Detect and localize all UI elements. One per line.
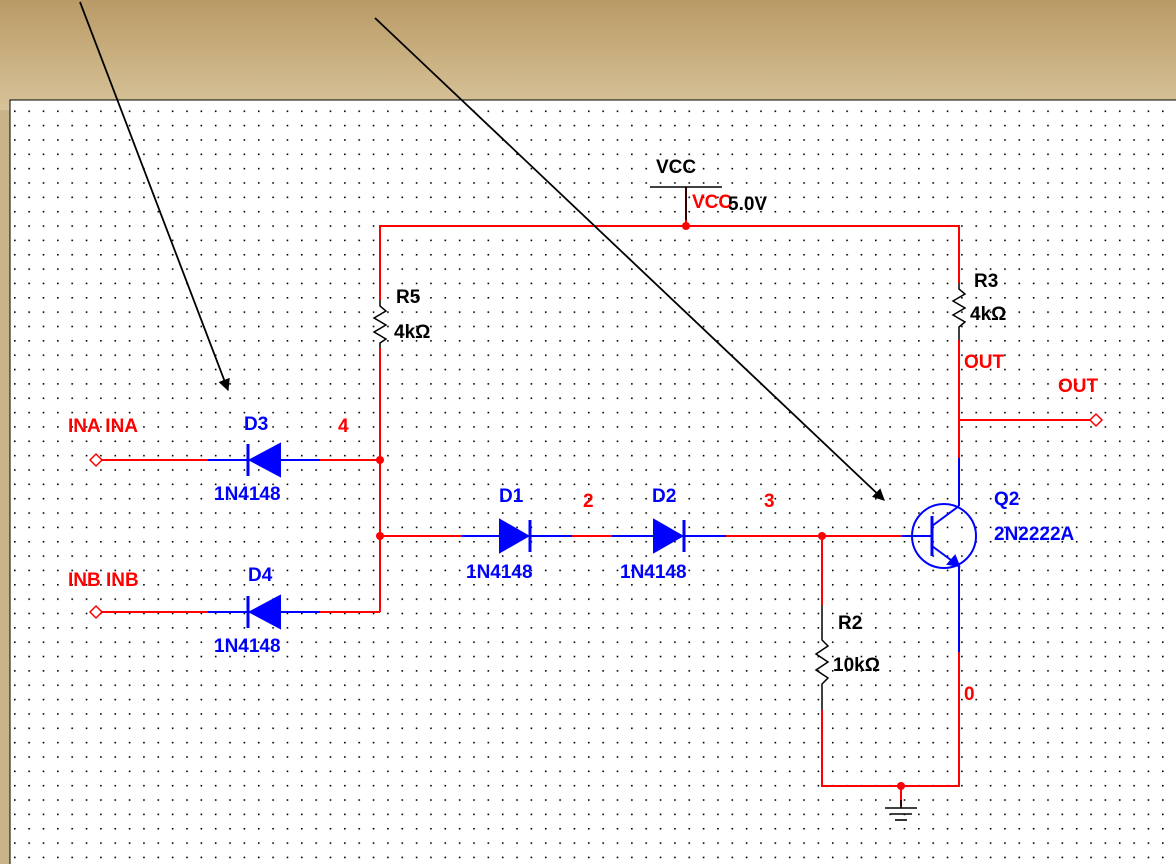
vcc-label: VCC — [656, 157, 696, 178]
wires — [96, 187, 1090, 806]
net-4: 4 — [338, 416, 349, 437]
r2-value: 10kΩ — [833, 655, 880, 676]
diode-d4 — [208, 594, 320, 630]
q2-ref: Q2 — [994, 489, 1019, 510]
net-2: 2 — [583, 491, 594, 512]
vcc-symbol — [650, 186, 722, 220]
annotation-arrows — [79, 1, 885, 501]
diode-d2 — [612, 518, 726, 554]
r5-value: 4kΩ — [394, 322, 430, 343]
vcc-net-label: VCC — [692, 192, 732, 213]
net-0: 0 — [964, 684, 975, 705]
blurred-background — [0, 0, 1176, 110]
r5-resistor — [372, 300, 388, 348]
diode-d3 — [208, 442, 320, 478]
r2-ref: R2 — [838, 613, 862, 634]
port-inb-label: INB INB — [68, 570, 139, 591]
r3-value: 4kΩ — [970, 304, 1006, 325]
net-out: OUT — [964, 352, 1005, 373]
d2-ref: D2 — [652, 486, 676, 507]
junctions — [376, 222, 905, 790]
q2-part: 2N2222A — [994, 524, 1075, 545]
grid-dots — [12, 102, 1176, 864]
d4-ref: D4 — [248, 565, 273, 586]
port-markers — [88, 412, 1104, 620]
diode-d1 — [462, 518, 572, 554]
d3-ref: D3 — [244, 414, 268, 435]
d4-part: 1N4148 — [214, 636, 281, 657]
arrow-icon — [374, 17, 885, 501]
r3-resistor — [951, 283, 967, 340]
d1-part: 1N4148 — [466, 562, 533, 583]
r5-ref: R5 — [396, 287, 421, 308]
ground-symbol — [885, 800, 917, 821]
arrow-icon — [79, 1, 230, 392]
d1-ref: D1 — [499, 486, 524, 507]
d2-part: 1N4148 — [620, 562, 687, 583]
r3-ref: R3 — [974, 271, 998, 292]
port-ina-label: INA INA — [68, 416, 138, 437]
net-3: 3 — [764, 491, 775, 512]
transistor-q2 — [902, 458, 977, 652]
r2-resistor — [814, 605, 830, 710]
d3-part: 1N4148 — [214, 484, 281, 505]
vcc-value: 5.0V — [728, 194, 767, 215]
port-out-label: OUT — [1058, 376, 1099, 397]
